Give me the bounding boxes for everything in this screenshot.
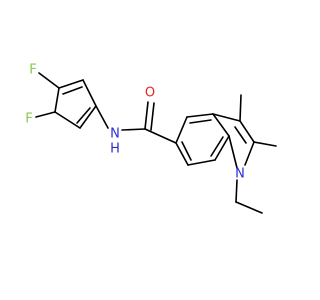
bond	[214, 135, 230, 161]
bond	[150, 102, 155, 131]
bond	[144, 101, 149, 130]
bond	[228, 135, 238, 169]
bond	[212, 113, 241, 122]
bond	[79, 105, 97, 129]
bond	[187, 159, 216, 166]
bond	[244, 141, 255, 166]
bond	[234, 126, 247, 144]
bond	[235, 179, 238, 203]
structure-diagram: F F N H O N	[25, 63, 277, 214]
bond	[212, 113, 230, 137]
bond	[181, 141, 192, 161]
bond	[121, 128, 146, 131]
atom-labels: F F N H O N	[25, 63, 245, 182]
bond	[239, 94, 242, 122]
bond	[175, 116, 188, 144]
atom-label-amide-hydrogen: H	[110, 142, 120, 157]
bonds-group	[35, 72, 277, 214]
bond	[253, 141, 277, 147]
atom-label-fluorine: F	[25, 112, 32, 127]
bond	[35, 111, 56, 118]
bond	[76, 107, 91, 124]
bond	[54, 87, 60, 113]
bond	[62, 86, 83, 95]
bond	[175, 142, 189, 166]
atom-label-fluorine: F	[29, 63, 36, 78]
molecule-canvas: F F N H O N	[25, 63, 277, 214]
bond	[239, 120, 255, 143]
bond	[186, 113, 214, 118]
atom-label-amide-nitrogen: N	[110, 127, 120, 142]
bond	[54, 111, 81, 129]
bond	[58, 79, 84, 89]
bond	[144, 128, 177, 144]
bond	[82, 79, 97, 107]
bond	[189, 119, 212, 124]
bond	[235, 201, 263, 214]
bond	[210, 136, 224, 157]
bond	[38, 72, 60, 89]
bond	[95, 105, 109, 129]
atom-label-indole-nitrogen: N	[235, 167, 245, 182]
atom-label-oxygen: O	[145, 86, 155, 101]
